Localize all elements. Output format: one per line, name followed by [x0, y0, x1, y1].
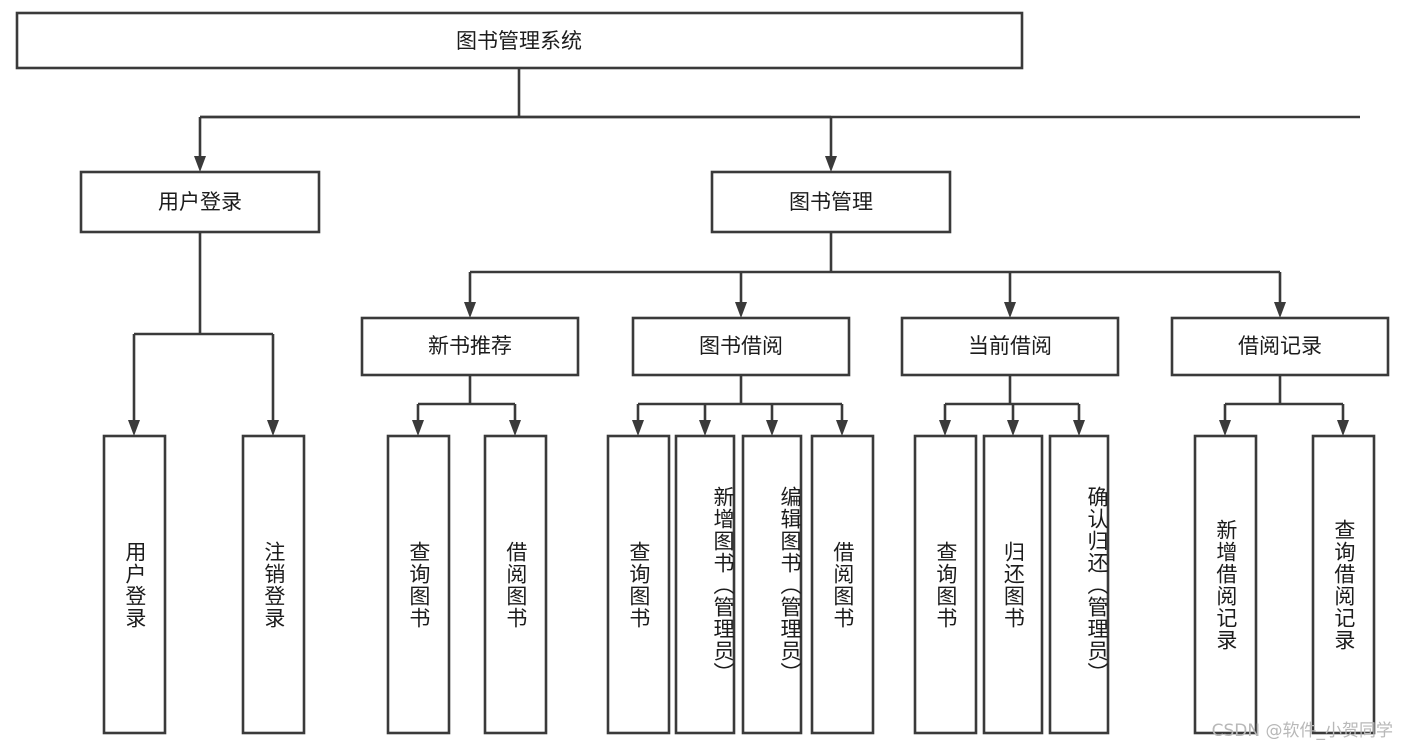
book-borrow-label: 图书借阅 — [699, 334, 783, 358]
node-borrow-record[interactable]: 借阅记录 — [1170, 316, 1390, 377]
book-management-label: 图书管理 — [789, 190, 873, 214]
user-login-box[interactable] — [79, 170, 321, 234]
connector-book-management-children — [464, 232, 1286, 318]
connector-book-borrow-children — [632, 375, 848, 436]
node-user-login[interactable]: 用户登录 — [79, 170, 321, 234]
connector-root-to-level2 — [194, 68, 1360, 172]
connector-borrow-record-children — [1219, 375, 1349, 436]
leaf-box-query-book-3[interactable] — [913, 434, 978, 735]
watermark-text: CSDN @软件_小贺同学 — [1211, 721, 1393, 741]
leaf-box-user-login[interactable] — [102, 434, 167, 735]
connector-current-borrow-children — [939, 375, 1085, 436]
root-box[interactable] — [15, 11, 1024, 70]
leaf-box-return-book[interactable] — [982, 434, 1044, 735]
connector-user-login-children — [128, 232, 279, 436]
new-book-recommend-box[interactable] — [360, 316, 580, 377]
leaf-box-query-book-2[interactable] — [606, 434, 671, 735]
root-label: 图书管理系统 — [456, 29, 582, 53]
node-root[interactable]: 图书管理系统 — [15, 11, 1024, 70]
current-borrow-box[interactable] — [900, 316, 1120, 377]
connector-new-book-recommend-children — [412, 375, 521, 436]
node-book-management[interactable]: 图书管理 — [710, 170, 952, 234]
leaf-box-query-book-1[interactable] — [386, 434, 451, 735]
new-book-recommend-label: 新书推荐 — [428, 334, 512, 358]
leaf-box-add-borrow-record[interactable] — [1193, 434, 1258, 735]
leaf-box-edit-book-admin[interactable] — [741, 434, 803, 735]
leaf-box-add-book-admin[interactable] — [674, 434, 736, 735]
node-book-borrow[interactable]: 图书借阅 — [631, 316, 851, 377]
leaf-box-query-borrow-record[interactable] — [1311, 434, 1376, 735]
leaf-box-logout[interactable] — [241, 434, 306, 735]
current-borrow-label: 当前借阅 — [968, 334, 1052, 358]
borrow-record-label: 借阅记录 — [1238, 334, 1322, 358]
node-new-book-recommend[interactable]: 新书推荐 — [360, 316, 580, 377]
node-current-borrow[interactable]: 当前借阅 — [900, 316, 1120, 377]
leaf-box-borrow-book-1[interactable] — [483, 434, 548, 735]
user-login-label: 用户登录 — [158, 190, 242, 214]
leaf-box-borrow-book-2[interactable] — [810, 434, 875, 735]
leaf-box-confirm-return-admin[interactable] — [1048, 434, 1110, 735]
